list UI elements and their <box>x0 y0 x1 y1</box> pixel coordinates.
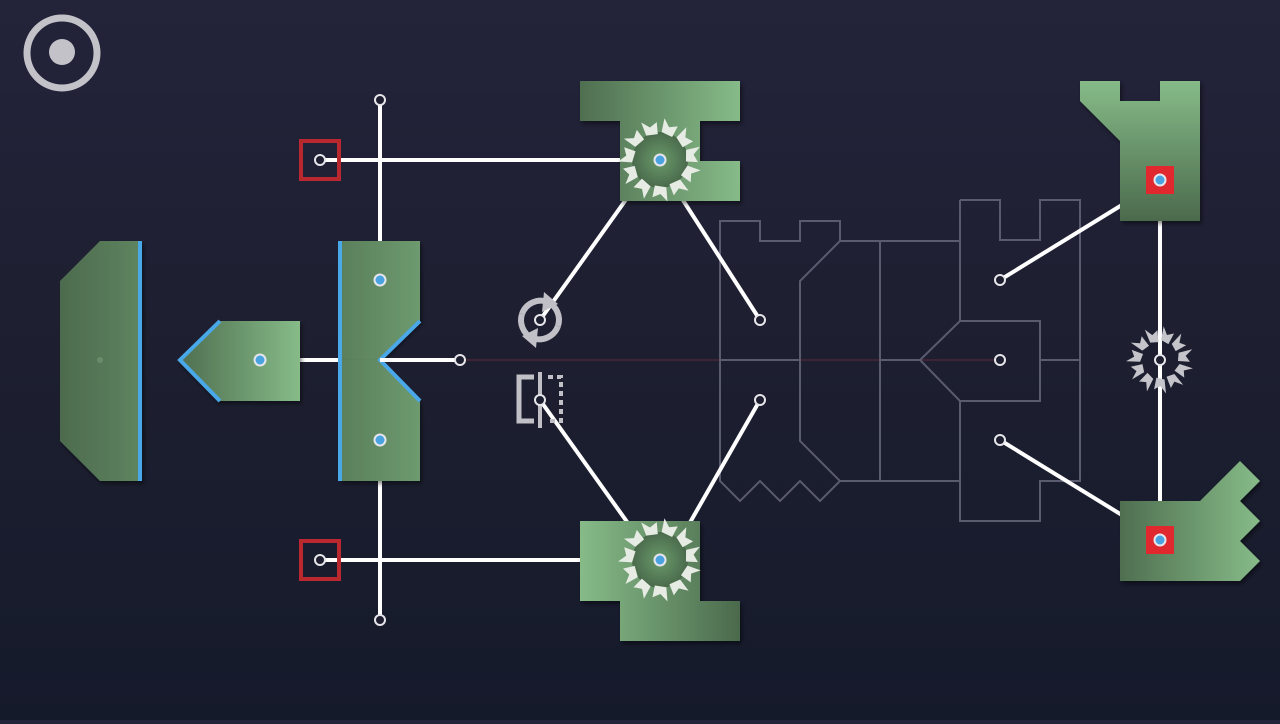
pivot-point[interactable] <box>653 153 667 167</box>
gear-tooth <box>618 147 636 163</box>
joint-node[interactable] <box>994 354 1006 366</box>
gear-tooth <box>623 529 645 547</box>
gear-tooth <box>1177 349 1193 362</box>
target-menu-icon <box>23 14 101 92</box>
joint-node[interactable] <box>314 554 326 566</box>
pivot-point[interactable] <box>1153 173 1167 187</box>
joint-node[interactable] <box>374 614 386 626</box>
gear-tooth <box>652 585 668 602</box>
gear-tooth <box>1171 333 1187 352</box>
left-large-mirror[interactable] <box>60 241 142 481</box>
pivot-point[interactable] <box>373 273 387 287</box>
joint-node[interactable] <box>374 94 386 106</box>
joint-node[interactable] <box>994 274 1006 286</box>
joint-node[interactable] <box>754 394 766 406</box>
joint-node[interactable] <box>314 154 326 166</box>
joint-node[interactable] <box>754 314 766 326</box>
gear-tooth <box>685 146 700 163</box>
gear-tooth <box>676 127 694 148</box>
gear-tooth <box>661 518 678 538</box>
anchor-bottom-left[interactable] <box>299 539 341 581</box>
gear-tooth <box>622 165 638 184</box>
gear-tooth <box>618 547 636 563</box>
gear-tooth <box>676 527 694 548</box>
gear-tooth <box>1130 336 1150 351</box>
joint-node[interactable] <box>994 434 1006 446</box>
pivot-point[interactable] <box>253 353 267 367</box>
gear-tooth <box>669 179 689 196</box>
gear-tooth <box>623 129 645 147</box>
gear-tooth <box>622 565 638 584</box>
pivot-point[interactable] <box>373 433 387 447</box>
joint-node[interactable] <box>454 354 466 366</box>
gear-tooth <box>669 579 689 596</box>
gear-tooth <box>1126 349 1144 362</box>
menu-button[interactable] <box>22 13 102 93</box>
gear-tooth <box>1144 329 1159 343</box>
gear-tooth <box>641 522 658 536</box>
arrow-mirror[interactable] <box>177 319 300 403</box>
gear-tooth <box>1174 363 1193 378</box>
gear-tooth <box>1166 373 1184 388</box>
joint-node[interactable] <box>534 394 546 406</box>
joint-node[interactable] <box>1154 354 1166 366</box>
gear-tooth <box>652 185 668 202</box>
gear-tooth <box>633 578 651 599</box>
bottom-right-claw[interactable] <box>1120 461 1260 581</box>
gear-tooth <box>1130 364 1145 380</box>
gear-tooth <box>1154 377 1167 394</box>
top-right-tower[interactable] <box>1080 81 1200 221</box>
gear-tooth <box>661 118 678 138</box>
gear-tooth <box>681 565 701 583</box>
joint-node[interactable] <box>534 314 546 326</box>
right-gear-icon <box>1126 326 1193 394</box>
gear-tooth <box>685 546 700 563</box>
nodes <box>253 94 1167 626</box>
pivot-point[interactable] <box>653 553 667 567</box>
gear-tooth <box>681 165 701 183</box>
anchor-top-left[interactable] <box>299 139 341 181</box>
pivot-point[interactable] <box>1153 533 1167 547</box>
goal-silhouette <box>719 199 1081 522</box>
top-gear-icon <box>618 118 701 202</box>
gear-tooth <box>1139 372 1154 392</box>
notched-mirror-bottom[interactable] <box>340 360 420 481</box>
gear-tooth <box>1161 326 1175 345</box>
gear-tooth <box>641 122 658 136</box>
gear-tooth <box>633 178 651 199</box>
notched-mirror-top[interactable] <box>340 241 420 360</box>
rotate-tool[interactable] <box>518 292 562 348</box>
